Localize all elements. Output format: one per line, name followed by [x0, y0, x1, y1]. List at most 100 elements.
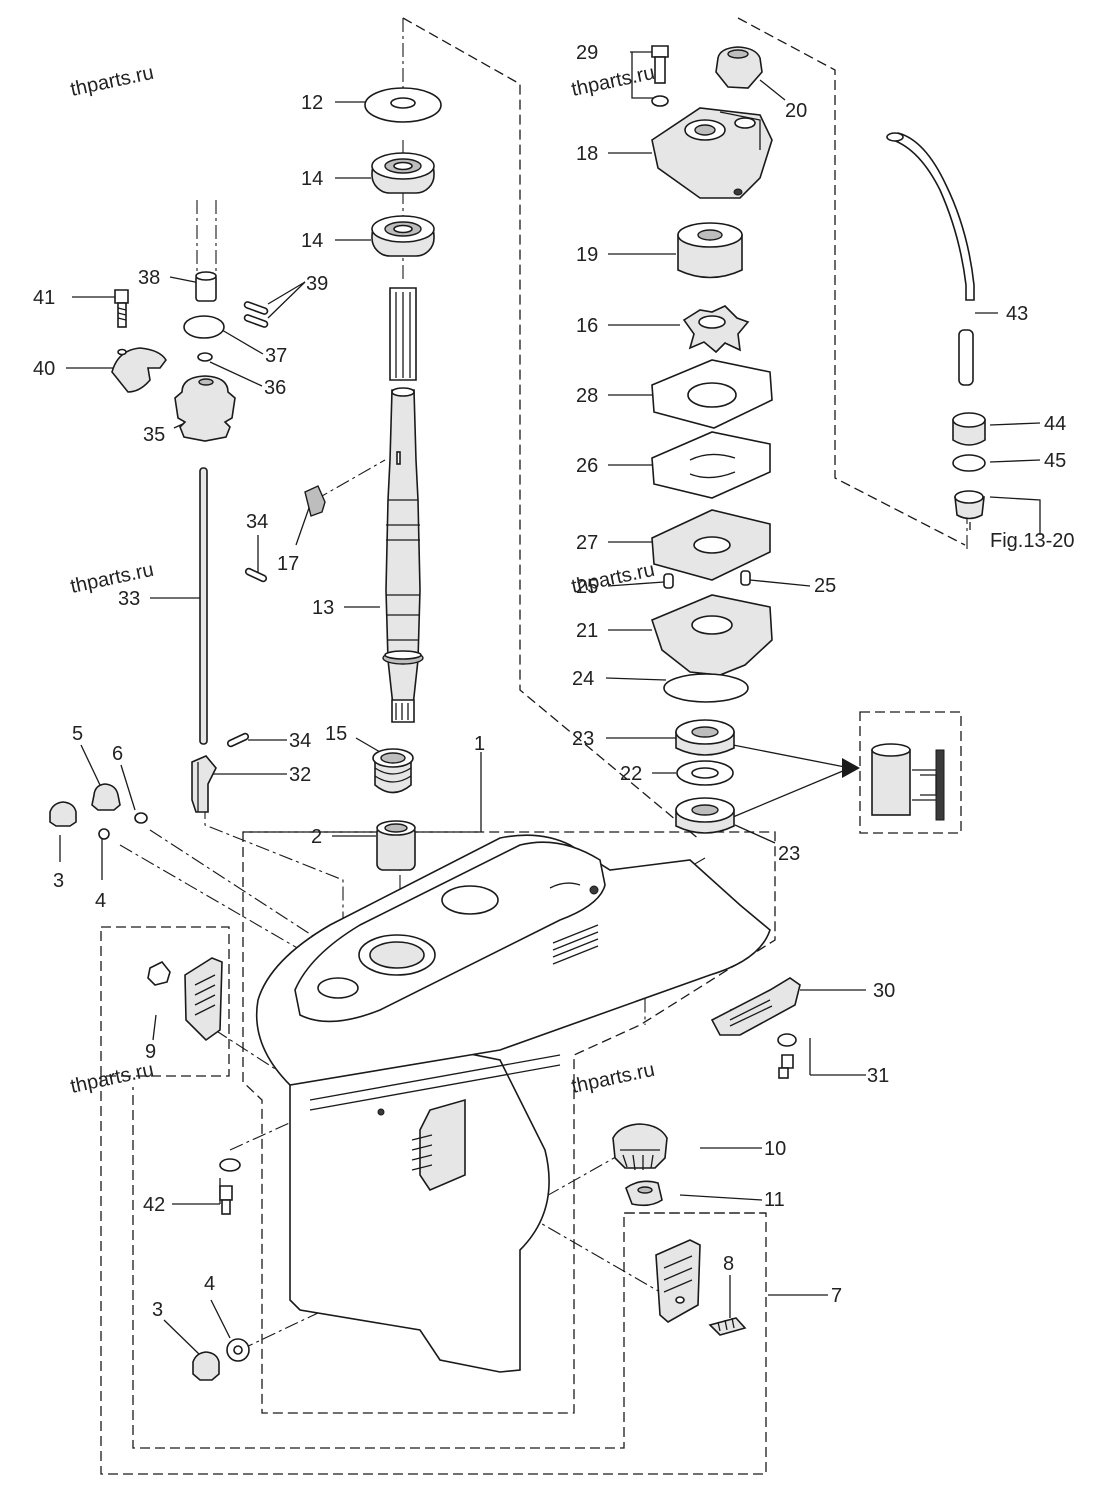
- callout-2: 2: [311, 826, 322, 848]
- part-40-plate: [111, 347, 167, 393]
- callout-42: 42: [143, 1194, 165, 1216]
- part-15-oil-seal: [372, 748, 414, 794]
- callout-24: 24: [572, 668, 594, 690]
- callout-28: 28: [576, 385, 598, 407]
- callout-3: 3: [53, 870, 64, 892]
- watermark: thparts.ru: [569, 1059, 656, 1098]
- part-45-o-ring: [952, 454, 986, 472]
- part-14-bearing-upper: [371, 152, 435, 194]
- callout-36: 36: [264, 377, 286, 399]
- part-10-pinion-gear: [612, 1123, 668, 1171]
- callout-19: 19: [576, 244, 598, 266]
- part-22-washer: [676, 760, 734, 786]
- callout-39: 39: [306, 273, 328, 295]
- callout-22: 22: [620, 763, 642, 785]
- part-31-bolt-washer: [777, 1033, 797, 1079]
- part-24-o-ring: [663, 673, 749, 703]
- callout-44: 44: [1044, 413, 1066, 435]
- callout-6: 6: [112, 743, 123, 765]
- part-43-water-tube: [886, 132, 975, 386]
- part-7-anode: [655, 1239, 701, 1323]
- part-1-lower-casing: [255, 834, 771, 1373]
- part-2-bushing: [376, 820, 416, 871]
- callout-45: 45: [1044, 450, 1066, 472]
- part-42-bolt: [219, 1158, 241, 1215]
- part-12-washer: [364, 87, 442, 123]
- part-38-sleeve: [195, 271, 217, 302]
- callout-34: 34: [289, 730, 311, 752]
- callout-33: 33: [118, 588, 140, 610]
- seal-orientation-detail: [871, 743, 945, 821]
- detail-arrows: [842, 758, 860, 778]
- part-4-gasket-upper: [98, 828, 110, 840]
- watermark: thparts.ru: [569, 62, 656, 101]
- callout-14: 14: [301, 168, 323, 190]
- callout-15: 15: [325, 723, 347, 745]
- part-3-plug-upper: [49, 801, 77, 827]
- callout-8: 8: [723, 1253, 734, 1275]
- callout-17: 17: [277, 553, 299, 575]
- part-41-bolt: [114, 289, 129, 328]
- callout-34: 34: [246, 511, 268, 533]
- callout-14: 14: [301, 230, 323, 252]
- callout-12: 12: [301, 92, 323, 114]
- watermark: thparts.ru: [68, 62, 155, 101]
- callout-43: 43: [1006, 303, 1028, 325]
- watermark: thparts.ru: [68, 1059, 155, 1098]
- watermark: thparts.ru: [569, 559, 656, 598]
- part-23-seal-lower: [675, 797, 735, 834]
- part-6-gasket: [134, 812, 148, 824]
- part-11-nut: [625, 1180, 663, 1207]
- callout-29: 29: [576, 42, 598, 64]
- callout-10: 10: [764, 1138, 786, 1160]
- part-34-pin-upper: [244, 567, 268, 583]
- part-14-bearing-lower: [371, 215, 435, 257]
- part-25-dowel-pins: [663, 570, 751, 589]
- part-21-pump-case-base: [651, 594, 773, 676]
- callout-38: 38: [138, 267, 160, 289]
- callout-7: 7: [831, 1285, 842, 1307]
- part-27-gasket: [651, 509, 771, 581]
- callout-20: 20: [785, 100, 807, 122]
- callout-1: 1: [474, 733, 485, 755]
- part-23-seal-upper: [675, 719, 735, 756]
- part-19-pump-liner: [677, 222, 743, 279]
- reference-label: Fig.13-20: [990, 530, 1075, 552]
- callout-4: 4: [204, 1273, 215, 1295]
- callout-11: 11: [764, 1189, 785, 1211]
- callout-13: 13: [312, 597, 334, 619]
- callout-23: 23: [572, 728, 594, 750]
- part-tube-end: [954, 490, 985, 520]
- callout-30: 30: [873, 980, 895, 1002]
- part-17-key: [304, 485, 326, 517]
- part-5-plug: [91, 783, 121, 811]
- part-20-insert: [715, 46, 763, 89]
- callout-labels: 1 2 3 3 4 4 5 6 7 8 9 10 11 12 13 14 14 …: [33, 42, 1075, 1321]
- callout-3: 3: [152, 1299, 163, 1321]
- part-34-pin-lower: [226, 732, 250, 748]
- part-16-impeller: [682, 305, 750, 354]
- callout-23: 23: [778, 843, 800, 865]
- part-36-o-ring-small: [197, 352, 213, 362]
- callout-25: 25: [576, 576, 598, 598]
- part-37-o-ring: [183, 315, 225, 339]
- assembly-group-outlines: [100, 17, 966, 1475]
- part-28-gasket: [651, 359, 773, 429]
- part-30-anode: [710, 977, 801, 1036]
- callout-31: 31: [867, 1065, 889, 1087]
- callout-40: 40: [33, 358, 55, 380]
- callout-26: 26: [576, 455, 598, 477]
- part-35-grommet: [174, 375, 236, 442]
- callout-4: 4: [95, 890, 106, 912]
- part-13-drive-shaft: [382, 287, 424, 723]
- callout-18: 18: [576, 143, 598, 165]
- watermark: thparts.ru: [68, 559, 155, 598]
- callout-21: 21: [576, 620, 598, 642]
- callout-9: 9: [145, 1041, 156, 1063]
- part-29-bolt-washer: [651, 45, 669, 107]
- part-44-grommet: [952, 412, 986, 446]
- callout-32: 32: [289, 764, 311, 786]
- callout-41: 41: [33, 287, 55, 309]
- part-26-outer-plate: [651, 431, 771, 499]
